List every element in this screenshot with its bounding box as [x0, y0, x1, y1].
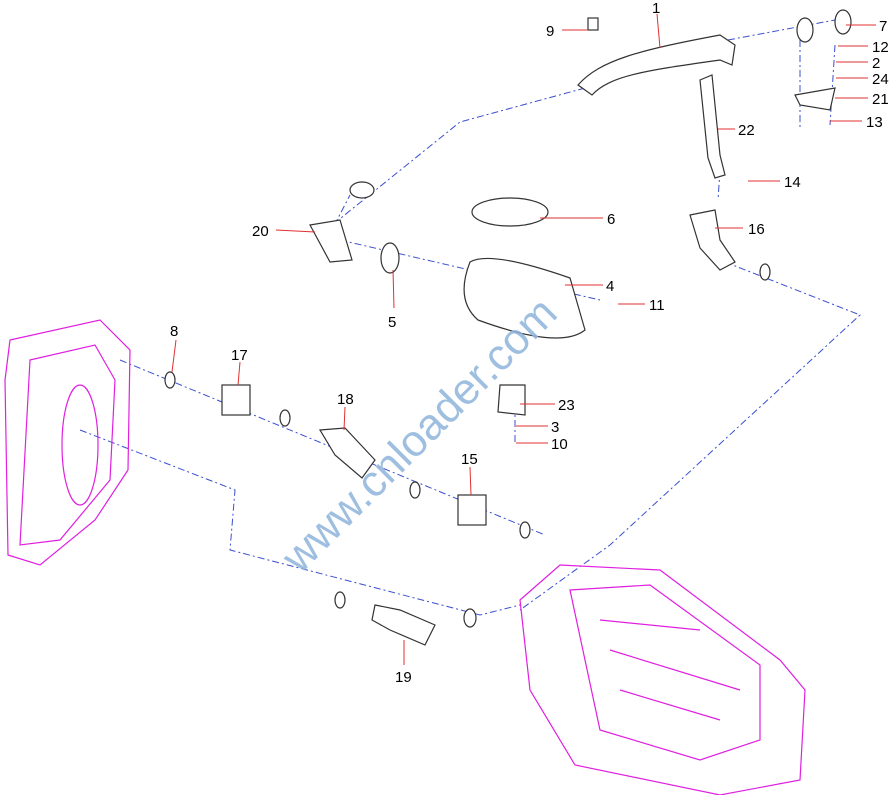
callout-19: 19	[395, 669, 412, 686]
clamp-5	[380, 242, 400, 274]
centerlines	[79, 19, 861, 616]
sleeve-17	[221, 384, 251, 416]
callout-24: 24	[872, 71, 889, 88]
callout-10: 10	[551, 436, 568, 453]
pipe-1	[577, 34, 736, 96]
callout-8: 8	[170, 323, 178, 340]
callout-14: 14	[784, 174, 801, 191]
hose-22	[699, 74, 726, 179]
callout-3: 3	[551, 419, 559, 436]
leaders	[171, 13, 876, 665]
parts	[164, 9, 852, 646]
watermark: www.cnloader.com	[272, 288, 567, 583]
air-filter-4	[463, 257, 586, 339]
sleeve-15	[457, 494, 487, 526]
callout-12: 12	[872, 39, 889, 56]
callout-11: 11	[649, 297, 665, 314]
radiator	[4, 319, 131, 566]
clamp-7	[834, 9, 852, 35]
callout-21: 21	[872, 91, 889, 108]
hose-19	[371, 604, 436, 646]
callout-18: 18	[337, 391, 354, 408]
callout-16: 16	[748, 221, 765, 238]
callout-20: 20	[252, 223, 269, 240]
callout-9: 9	[546, 23, 554, 40]
callout-5: 5	[388, 314, 396, 331]
callout-17: 17	[231, 347, 248, 364]
callout-23: 23	[558, 397, 575, 414]
hose-18	[318, 427, 376, 479]
bracket-21	[794, 87, 836, 111]
callout-6: 6	[607, 211, 615, 228]
clamp-7a	[796, 17, 814, 43]
elbow-16	[689, 209, 736, 271]
callout-1: 1	[652, 0, 660, 17]
callout-2: 2	[872, 55, 880, 72]
elbow-20	[309, 219, 353, 263]
cap-9	[587, 17, 599, 31]
callout-13: 13	[866, 114, 883, 131]
cover-6	[471, 197, 549, 227]
callout-4: 4	[606, 278, 614, 295]
callout-7: 7	[879, 18, 887, 35]
callout-22: 22	[738, 122, 755, 139]
bracket-23	[497, 384, 526, 416]
engine	[519, 564, 806, 795]
callout-15: 15	[461, 451, 478, 468]
